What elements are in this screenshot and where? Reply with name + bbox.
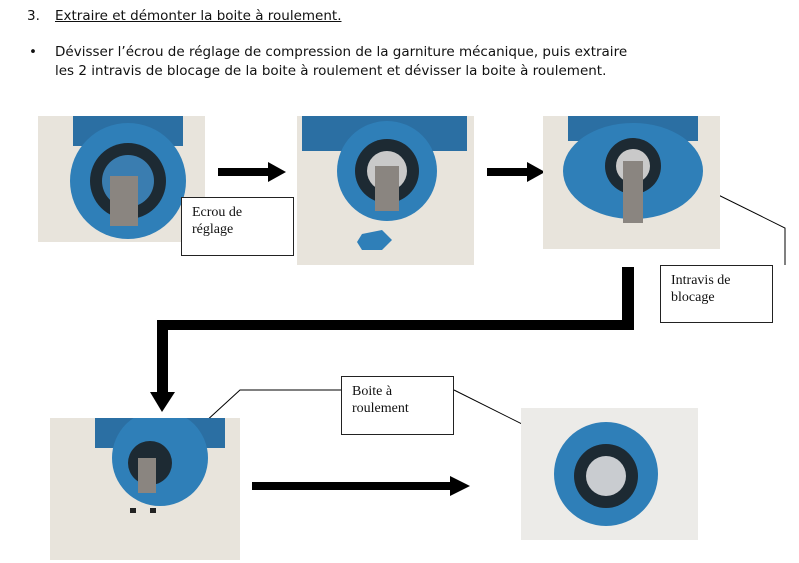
label-text: Intravis de xyxy=(671,273,731,288)
instruction-line-1: Dévisser l’écrou de réglage de compressi… xyxy=(55,44,628,60)
photo-flange-with-nut xyxy=(38,116,205,242)
label-locking-screws: Intravis de blocage xyxy=(660,265,773,323)
instruction-line-2: les 2 intravis de blocage de la boite à … xyxy=(55,63,607,79)
photo-flange-nut-removed xyxy=(297,116,474,265)
label-text: roulement xyxy=(352,401,409,416)
arrow-2 xyxy=(487,162,545,182)
label-text: Ecrou de xyxy=(192,205,243,220)
photo-bearing-box-unscrewed xyxy=(50,418,240,560)
arrow-3 xyxy=(252,476,470,496)
label-text: Boite à xyxy=(352,384,393,399)
heading-title: Extraire et démonter la boite à roulemen… xyxy=(55,8,342,24)
label-text: blocage xyxy=(671,290,715,305)
label-adjusting-nut: Ecrou de réglage xyxy=(181,197,294,256)
label-text: réglage xyxy=(192,222,234,237)
label-bearing-box: Boite à roulement xyxy=(341,376,454,435)
photo-bearing-box xyxy=(521,408,698,540)
connector-arrow xyxy=(150,267,634,412)
bullet-icon: • xyxy=(29,44,37,60)
photo-flange-locking-screws xyxy=(543,116,720,249)
heading-number: 3. xyxy=(27,8,40,24)
arrow-1 xyxy=(218,162,286,182)
